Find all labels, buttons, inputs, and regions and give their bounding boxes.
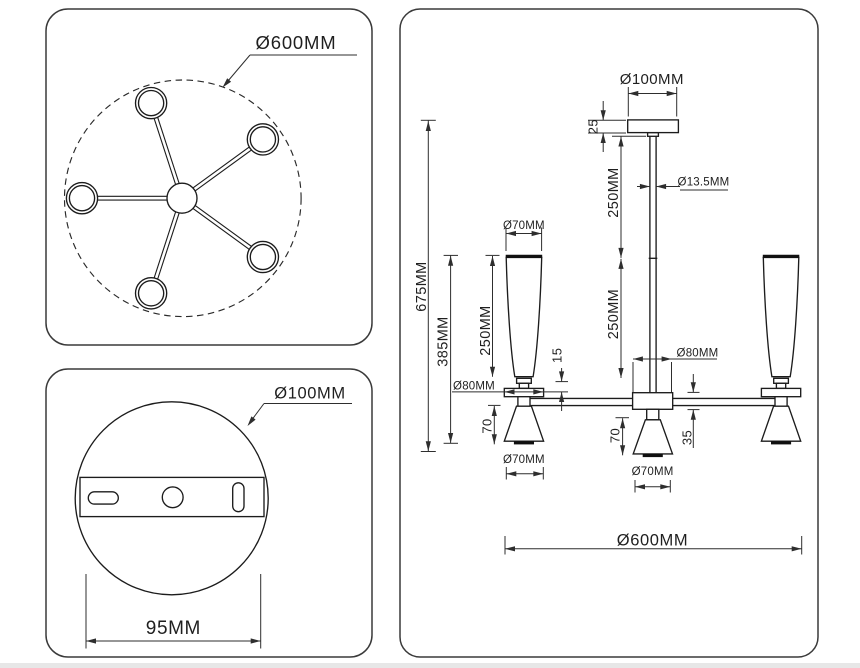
dim-flange-diameter: Ø80MM: [452, 381, 568, 395]
dim-overall-diameter: Ø600MM: [504, 532, 803, 555]
shade-body: [505, 256, 543, 378]
left-lamp: [503, 254, 545, 445]
canopy-diameter-label: Ø100MM: [620, 71, 684, 88]
stem-lower-label: 250MM: [606, 289, 622, 339]
top-view-diameter-callout: Ø600MM: [222, 32, 357, 88]
stem-upper-label: 250MM: [606, 167, 622, 217]
dim-stem-upper: 250MM: [606, 135, 646, 258]
shade-body: [762, 256, 800, 378]
collar: [773, 377, 790, 384]
arm-socket: [517, 396, 531, 407]
lamp-circles: [65, 86, 280, 310]
cone-shade: [632, 419, 674, 455]
cone-diameter-left-label: Ø70MM: [503, 454, 545, 466]
page-edge-shadow: [0, 663, 860, 668]
lens: [513, 441, 534, 445]
mount-diameter-callout: Ø100MM: [247, 385, 352, 426]
dim-hub-diameter: Ø80MM: [632, 348, 719, 392]
shade-top-diameter-label: Ø70MM: [503, 220, 545, 232]
flange: [760, 387, 802, 398]
mount-diameter-label: Ø100MM: [274, 385, 345, 403]
slot-vertical: [232, 482, 245, 513]
dim-stem-lower: 250MM: [606, 258, 624, 378]
dim-body-height: 385MM: [436, 254, 458, 444]
cone-height-left-label: 70: [479, 418, 494, 433]
dim-shade-top-diameter: Ø70MM: [503, 220, 545, 251]
center-hub-circle: [166, 182, 198, 214]
hub-height-label: 35: [679, 430, 694, 445]
hub-diameter-label: Ø80MM: [677, 348, 719, 360]
collar-neck: [775, 382, 787, 390]
hole-spacing-label: 95MM: [146, 618, 201, 639]
center-hole: [161, 486, 184, 509]
leader-arrowhead: [222, 78, 232, 88]
right-lamp: [760, 254, 802, 445]
side-view-panel: [399, 8, 819, 658]
dim-cone-height-left: 70: [479, 404, 501, 445]
arm-spokes: [82, 102, 265, 295]
canopy: [627, 119, 680, 134]
dimensions: Ø100MM 25 250MM: [414, 71, 803, 555]
mount-view: Ø100MM 95MM: [74, 385, 352, 649]
cone-height-center-label: 70: [607, 428, 622, 443]
cone-shade: [503, 405, 545, 442]
top-view: Ø600MM: [63, 32, 357, 318]
dim-stem-diameter: Ø13.5MM: [637, 177, 729, 191]
arm-socket: [774, 396, 788, 407]
dim-flange-offset: 15: [550, 348, 568, 411]
dim-canopy-diameter: Ø100MM: [620, 71, 684, 117]
dim-cone-diameter-left: Ø70MM: [503, 454, 545, 480]
side-view: Ø100MM 25 250MM: [414, 71, 803, 555]
dim-cone-diameter-center: Ø70MM: [632, 466, 674, 493]
flange-diameter-label: Ø80MM: [453, 381, 495, 393]
center-lamp: [632, 408, 674, 458]
body-height-label: 385MM: [436, 316, 452, 366]
collar-neck: [518, 382, 530, 390]
top-view-diameter-label: Ø600MM: [256, 32, 337, 53]
dim-cone-height-center: 70: [607, 417, 629, 456]
lens: [771, 441, 792, 445]
center-hub: [631, 392, 674, 410]
dim-canopy-height: 25: [586, 101, 626, 152]
overall-diameter-label: Ø600MM: [617, 532, 688, 550]
shade-height-label: 250MM: [478, 305, 494, 355]
cone-shade: [760, 405, 802, 442]
cone-diameter-center-label: Ø70MM: [632, 466, 674, 478]
stem-diameter-label: Ø13.5MM: [678, 177, 730, 189]
flange-offset-label: 15: [550, 348, 565, 363]
lens: [642, 453, 663, 458]
dim-shade-height: 250MM: [478, 254, 500, 377]
dim-overall-height: 675MM: [414, 119, 436, 452]
leader-arrowhead: [247, 416, 256, 426]
collar: [515, 377, 532, 384]
diameter-dashed-circle: [63, 79, 302, 318]
hub-socket: [646, 408, 660, 421]
dim-hub-height: 35: [679, 374, 700, 448]
overall-height-label: 675MM: [414, 261, 430, 311]
hole-spacing-dim: 95MM: [85, 574, 262, 649]
slot-horizontal: [87, 491, 119, 505]
canopy-height-label: 25: [586, 119, 601, 134]
fixture: [503, 119, 802, 458]
